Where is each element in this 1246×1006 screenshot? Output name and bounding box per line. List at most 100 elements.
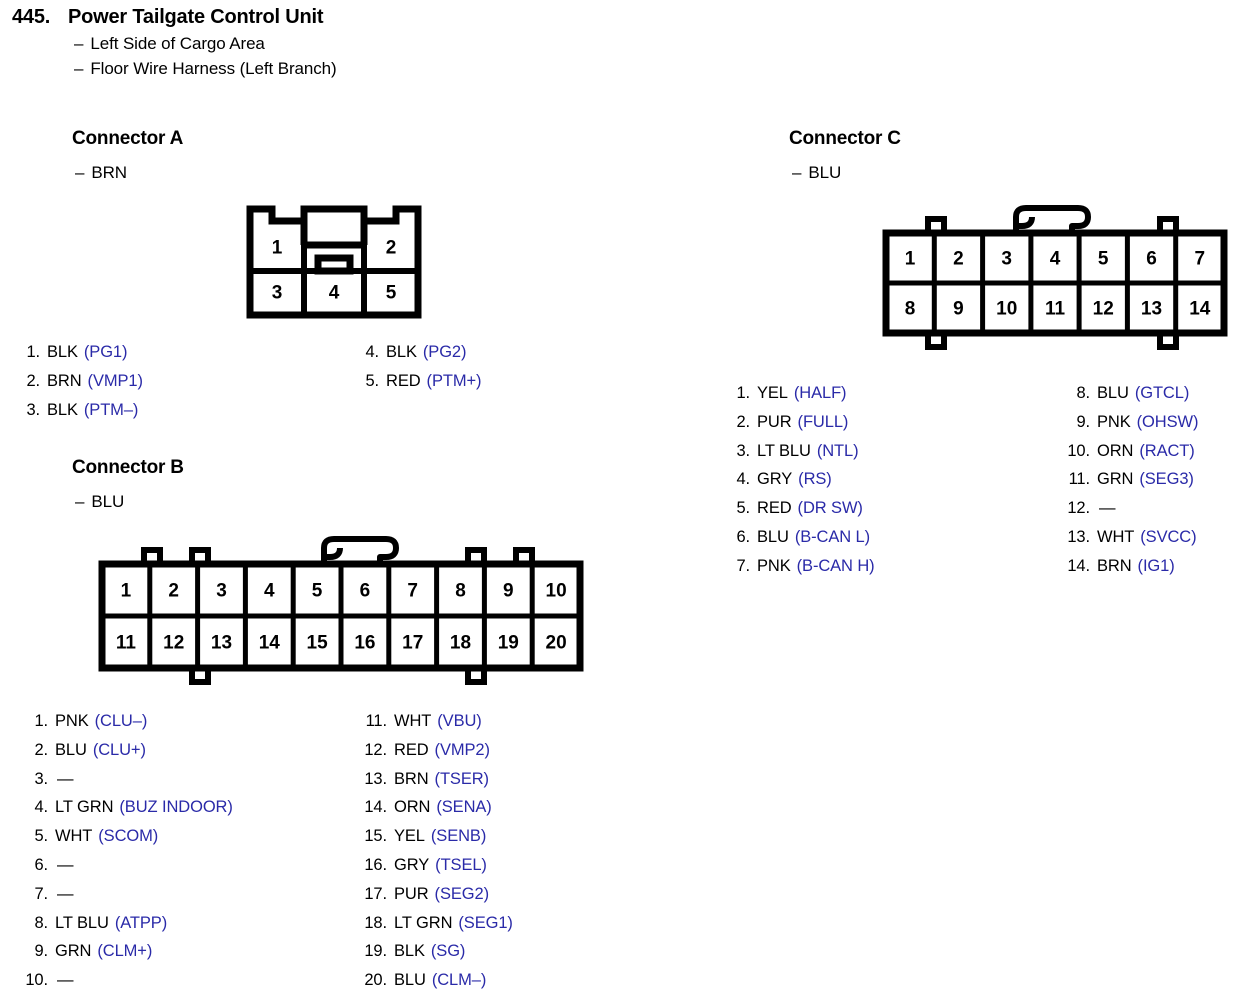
pin-index: 6. (736, 527, 750, 546)
pin-row: 10.ORN(RACT) (1060, 437, 1198, 466)
bullet-dash-icon: – (792, 163, 802, 182)
connector-b-pinlist-left: 1.PNK(CLU–) 2.BLU(CLU+) 3.— 4.LT GRN(BUZ… (18, 707, 233, 995)
pin-signal-name: (GTCL) (1134, 384, 1190, 402)
connector-a-cell-3: 3 (272, 283, 283, 304)
pin-index: 5. (365, 371, 379, 390)
pin-signal-name: (TSER) (434, 769, 490, 788)
connector-a-pinlist-left: 1. BLK (PG1) 2. BRN (VMP1) 3. BLK (PTM–) (18, 338, 143, 424)
connector-b-cell-14: 14 (259, 633, 281, 654)
pin-signal-name: (PG2) (422, 343, 467, 361)
pin-row: 13. BRN (TSER) (357, 765, 513, 794)
connector-a-color-text: BRN (91, 163, 127, 182)
connector-b-cell-20: 20 (546, 633, 567, 654)
pin-row: 2. BRN (VMP1) (18, 367, 143, 396)
pin-signal-name: (FULL) (797, 412, 849, 431)
pin-wire-color: WHT (1097, 527, 1135, 546)
connector-b-title: Connector B (72, 457, 184, 478)
pin-row: 4.GRY(RS) (728, 465, 875, 494)
pin-wire-color: RED (757, 499, 792, 518)
pin-signal-name: (SENA) (436, 798, 492, 817)
pin-row: 11.WHT(VBU) (357, 707, 513, 736)
pin-wire-color: BRN (394, 769, 429, 788)
connector-a-cell-5: 5 (386, 283, 397, 304)
pin-index: 20. (364, 971, 387, 990)
pin-signal-name: (SG) (430, 942, 466, 961)
pin-row: 20.BLU(CLM–) (357, 966, 513, 995)
connector-c-cell-3: 3 (1001, 249, 1012, 270)
connector-b-pinlist-right: 11.WHT(VBU) 12.RED(VMP2) 13.BRN(TSER) 14… (357, 707, 513, 995)
bullet-dash-icon: – (74, 59, 84, 78)
pin-index: 3. (26, 400, 40, 419)
pin-row: 5.RED(DR SW) (728, 494, 875, 523)
pin-signal-name: (OHSW) (1136, 412, 1199, 431)
pin-row: 16.GRY(TSEL) (357, 851, 513, 880)
connector-b-cell-11: 11 (116, 633, 137, 654)
connector-b-cell-5: 5 (312, 581, 323, 602)
connector-c-cell-7: 7 (1195, 249, 1206, 270)
connector-a-diagram: 1 2 3 4 5 (246, 203, 426, 321)
pin-empty-dash: — (57, 884, 74, 903)
pin-row: 12.RED(VMP2) (357, 736, 513, 765)
connector-b-color-text: BLU (91, 492, 125, 511)
pin-index: 3. (34, 769, 48, 788)
pin-index: 1. (736, 384, 750, 402)
pin-wire-color: BLU (1097, 384, 1129, 402)
pin-row: 11.GRN(SEG3) (1060, 465, 1198, 494)
pin-wire-color: GRN (55, 942, 92, 961)
connector-c-pinlist-right: 8.BLU(GTCL) 9.PNK(OHSW) 10.ORN(RACT) 11.… (1060, 379, 1198, 581)
connector-a-cell-1: 1 (272, 238, 283, 259)
pin-signal-name: (CLM+) (97, 942, 153, 961)
pin-index: 2. (736, 412, 750, 431)
connector-b-cell-15: 15 (307, 633, 329, 654)
pin-index: 13. (364, 769, 387, 788)
pin-signal-name: (SVCC) (1140, 527, 1197, 546)
pin-index: 11. (365, 712, 388, 730)
pin-row: 1.YEL(HALF) (728, 379, 875, 408)
connector-c-cell-1: 1 (905, 249, 916, 270)
harness-note-text: Floor Wire Harness (Left Branch) (90, 59, 337, 78)
pin-signal-name: (SENB) (430, 827, 487, 846)
connector-b-cell-3: 3 (216, 581, 227, 602)
pin-row: 2.BLU(CLU+) (18, 736, 233, 765)
pin-signal-name: (VMP1) (87, 371, 143, 390)
connector-c-cell-12: 12 (1093, 299, 1114, 320)
pin-wire-color: RED (386, 371, 421, 390)
pin-index: 12. (364, 740, 387, 759)
pin-row: 9.PNK(OHSW) (1060, 408, 1198, 437)
connector-b-cell-2: 2 (168, 581, 179, 602)
pin-wire-color: LT BLU (55, 913, 109, 932)
bullet-dash-icon: – (74, 34, 84, 53)
bullet-dash-icon: – (75, 492, 85, 511)
pin-wire-color: PNK (55, 712, 89, 730)
connector-b-latch-foot-icon (324, 547, 343, 560)
pin-wire-color: WHT (55, 827, 93, 846)
connector-b-cell-6: 6 (360, 581, 371, 602)
pin-wire-color: BLK (47, 400, 78, 419)
connector-b-cell-18: 18 (450, 633, 471, 654)
pin-row: 14.ORN(SENA) (357, 793, 513, 822)
pin-wire-color: YEL (757, 384, 788, 402)
pin-index: 1. (34, 712, 48, 730)
pin-index: 9. (34, 942, 48, 961)
pin-signal-name: (PG1) (83, 343, 128, 361)
pin-index: 5. (34, 827, 48, 846)
pin-signal-name: (RS) (798, 470, 832, 489)
pin-wire-color: PUR (757, 412, 792, 431)
connector-c-cell-14: 14 (1189, 299, 1211, 320)
pin-wire-color: WHT (394, 712, 432, 730)
connector-c-cell-4: 4 (1050, 249, 1061, 270)
pin-index: 2. (26, 371, 40, 390)
connector-c-cell-9: 9 (953, 299, 964, 320)
connector-a-cell-2: 2 (386, 238, 397, 259)
pin-index: 14. (364, 798, 387, 817)
pin-row: 3.LT BLU(NTL) (728, 437, 875, 466)
pin-row: 1.PNK(CLU–) (18, 707, 233, 736)
pin-row: 7.— (18, 880, 233, 909)
pin-row: 13.WHT(SVCC) (1060, 523, 1198, 552)
pin-index: 4. (365, 343, 379, 361)
connector-c-cell-10: 10 (996, 299, 1017, 320)
pin-signal-name: (PTM–) (83, 400, 139, 419)
connector-b-cell-7: 7 (407, 581, 418, 602)
connector-c-color: –BLU (792, 163, 841, 183)
pin-signal-name: (TSEL) (435, 855, 487, 874)
